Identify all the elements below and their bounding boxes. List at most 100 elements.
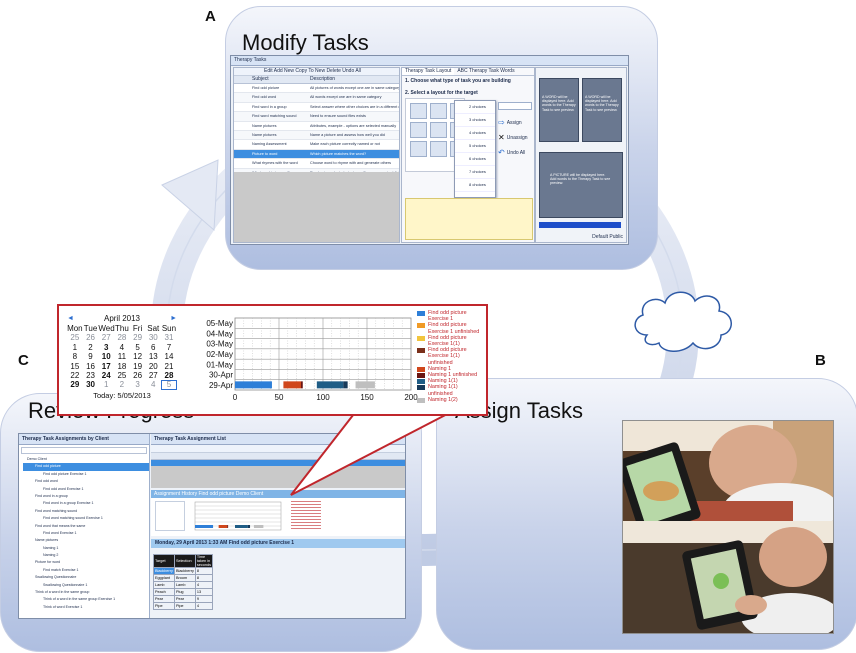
tab-words[interactable]: ABC Therapy Task Words — [457, 68, 515, 74]
calendar-day[interactable]: 30 — [148, 333, 158, 343]
layout-icon[interactable] — [410, 103, 427, 119]
calendar-day[interactable]: 14 — [164, 352, 174, 362]
calendar-day[interactable]: 1 — [103, 380, 109, 390]
calendar-day[interactable]: 24 — [101, 370, 111, 380]
tree-item[interactable]: Think of a word in the same group Exerci… — [43, 597, 116, 602]
tree-item[interactable]: Swallowing Questionnaire — [35, 575, 77, 580]
layout-icon[interactable] — [410, 122, 427, 138]
calendar-day[interactable]: 1 — [72, 342, 78, 352]
calendar-day[interactable]: 7 — [166, 342, 172, 352]
calendar-day[interactable]: 26 — [133, 370, 143, 380]
calendar-day[interactable]: 16 — [86, 361, 95, 371]
tree-item[interactable]: Find word that means the same — [35, 523, 86, 528]
calendar-day[interactable]: 19 — [133, 361, 143, 371]
undo-icon[interactable]: ↶ — [498, 148, 505, 157]
tree-item[interactable]: Think of a word in the same group — [35, 590, 90, 595]
tree-item[interactable]: Think of word Exercise 1 — [43, 604, 83, 609]
tree-item[interactable]: Picture for word — [35, 560, 61, 565]
tree-item[interactable]: Find word Exercise 1 — [43, 530, 77, 535]
calendar-day[interactable]: 17 — [101, 361, 111, 371]
assignment-list-toolbar[interactable] — [151, 445, 405, 453]
calendar-day[interactable]: 21 — [164, 361, 174, 371]
calendar-day[interactable]: 20 — [148, 361, 158, 371]
undo-all-button[interactable]: Undo All — [506, 149, 526, 156]
tree-item[interactable]: Swallowing Questionnaire 1 — [43, 582, 88, 587]
calendar-day[interactable]: 3 — [103, 342, 109, 352]
tree-search-box[interactable] — [21, 447, 147, 454]
layout-icon[interactable] — [430, 122, 447, 138]
calendar-day[interactable]: 4 — [151, 380, 156, 390]
calendar-day[interactable]: 10 — [101, 352, 111, 362]
calendar-day[interactable]: 11 — [117, 352, 127, 362]
tree-item[interactable]: Find odd picture Exercise 1 — [43, 471, 87, 476]
layout-icon[interactable] — [430, 141, 447, 157]
calendar-day[interactable]: 4 — [119, 342, 125, 352]
calendar-day[interactable]: 26 — [86, 333, 95, 343]
tree-item[interactable]: Find word matching sound Exercise 1 — [43, 516, 103, 521]
grid-toolbar[interactable]: Edit Add New Copy To New Delete Undo All — [234, 68, 399, 76]
calendar-day[interactable]: 2 — [88, 342, 93, 352]
assign-button[interactable]: Assign — [506, 119, 522, 126]
calendar-day[interactable]: 2 — [119, 380, 125, 390]
choice-option[interactable]: 5 choices — [455, 140, 495, 153]
assignment-selected-row[interactable] — [151, 460, 405, 466]
unassign-button[interactable]: Unassign — [506, 134, 528, 141]
tab-layout[interactable]: Therapy Task Layout — [402, 68, 455, 75]
calendar-today[interactable]: Today: 5/05/2013 — [93, 390, 151, 400]
layout-icon[interactable] — [410, 141, 427, 157]
calendar-day[interactable]: 15 — [70, 361, 80, 371]
tree-item[interactable]: Find match Exercise 1 — [43, 567, 79, 572]
calendar-next-icon[interactable]: ► — [170, 314, 177, 322]
tree-item[interactable]: Naming 2 — [43, 553, 59, 558]
calendar-day[interactable]: 5 — [135, 342, 140, 352]
calendar-day[interactable]: 23 — [86, 370, 95, 380]
tree-item[interactable]: Find odd word Exercise 1 — [43, 486, 84, 491]
calendar-day[interactable]: 13 — [148, 352, 158, 362]
unassign-icon[interactable]: ✕ — [498, 133, 505, 142]
calendar-day[interactable]: 30 — [86, 380, 95, 390]
choice-option[interactable]: 4 choices — [455, 127, 495, 140]
choice-option[interactable]: 8 choices — [455, 179, 495, 192]
calendar-day[interactable]: 29 — [133, 333, 143, 343]
choice-option[interactable]: 7 choices — [455, 166, 495, 179]
tree-item[interactable]: Naming 1 — [43, 545, 59, 550]
calendar-day[interactable]: 6 — [151, 342, 156, 352]
calendar-day[interactable]: 28 — [164, 370, 174, 380]
tree-item[interactable]: Find word in a group — [35, 493, 68, 498]
grid-col-subject[interactable]: Subject — [252, 76, 269, 82]
calendar-day[interactable]: 3 — [135, 380, 140, 390]
calendar-day[interactable]: 18 — [117, 361, 127, 371]
choice-option[interactable]: 2 choices — [455, 101, 495, 114]
calendar-day[interactable]: 31 — [164, 333, 174, 343]
tree-item[interactable]: Find word matching sound — [35, 508, 78, 513]
tree-item[interactable]: Find word in a group Exercise 1 — [43, 501, 94, 506]
tree-item[interactable]: Name pictures — [35, 538, 59, 543]
calendar-day[interactable]: 25 — [70, 333, 80, 343]
choice-option[interactable]: 6 choices — [455, 153, 495, 166]
layout-icon[interactable] — [430, 103, 447, 119]
tree-item[interactable]: Find odd picture — [23, 463, 149, 471]
calendar-day[interactable]: 12 — [133, 352, 143, 362]
tree-item[interactable]: Find odd word — [35, 479, 58, 484]
calendar-day[interactable]: 28 — [117, 333, 127, 343]
choice-option[interactable]: 3 choices — [455, 114, 495, 127]
tree-item[interactable]: Demo Client — [27, 457, 47, 461]
calendar-day[interactable]: 9 — [88, 352, 93, 362]
preview-nav-bar[interactable] — [539, 222, 621, 228]
grid-col-description[interactable]: Description — [310, 76, 336, 82]
assign-icon[interactable]: ⇨ — [498, 118, 505, 127]
